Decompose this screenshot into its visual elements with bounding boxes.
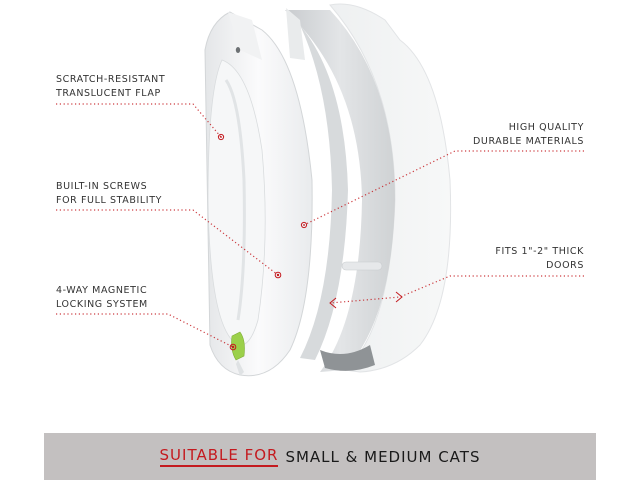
banner-text: SMALL & MEDIUM CATS	[285, 447, 481, 466]
callout-magnetic-locking: 4-WAY MAGNETIC LOCKING SYSTEM	[56, 284, 148, 312]
callout-line1: 4-WAY MAGNETIC	[56, 285, 148, 296]
callout-durable-materials: HIGH QUALITY DURABLE MATERIALS	[473, 121, 584, 149]
banner-accent-text: SUITABLE FOR	[159, 446, 279, 467]
callout-line1: BUILT-IN SCREWS	[56, 181, 148, 192]
callout-line2: FOR FULL STABILITY	[56, 195, 162, 206]
callout-built-in-screws: BUILT-IN SCREWS FOR FULL STABILITY	[56, 180, 162, 208]
callout-line1: HIGH QUALITY	[508, 122, 584, 133]
callout-line1: FITS 1"-2" THICK	[495, 246, 584, 257]
callout-line2: LOCKING SYSTEM	[56, 299, 148, 310]
callout-line1: SCRATCH-RESISTANT	[56, 74, 166, 85]
callout-line2: DURABLE MATERIALS	[472, 136, 584, 147]
callout-scratch-resistant-flap: SCRATCH-RESISTANT TRANSLUCENT FLAP	[56, 73, 165, 101]
callout-line2: DOORS	[546, 260, 584, 271]
suitability-banner: SUITABLE FOR SMALL & MEDIUM CATS	[44, 433, 596, 480]
callout-door-thickness: FITS 1"-2" THICK DOORS	[495, 245, 584, 273]
callout-line2: TRANSLUCENT FLAP	[56, 88, 161, 99]
